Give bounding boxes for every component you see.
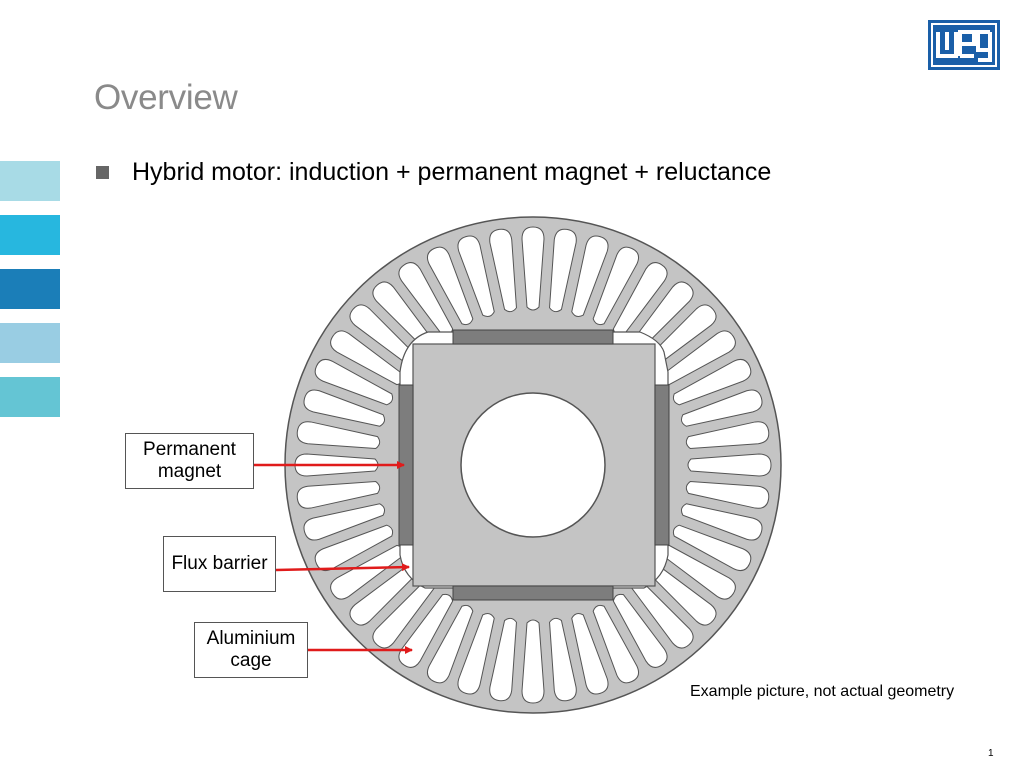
- cage-slot: [303, 389, 386, 427]
- sidebar-block-1: [0, 161, 60, 201]
- cage-slot: [571, 235, 609, 318]
- label-flux-barrier: Flux barrier: [163, 536, 276, 592]
- cage-slot: [457, 235, 495, 318]
- sidebar-block-3: [0, 269, 60, 309]
- cage-slot: [314, 358, 394, 406]
- page-number: 1: [988, 748, 994, 759]
- cage-slot: [426, 604, 474, 684]
- aluminium-cage-slots: [294, 226, 772, 704]
- sidebar-block-2: [0, 215, 60, 255]
- permanent-magnet-bottom: [452, 585, 614, 601]
- permanent-magnet-right: [654, 384, 670, 546]
- bullet-item: Hybrid motor: induction + permanent magn…: [96, 158, 771, 187]
- permanent-magnet-top: [452, 329, 614, 345]
- arrow-flux-barrier: [275, 563, 410, 572]
- square-bullet-icon: [96, 166, 109, 179]
- shaft-hole: [460, 392, 606, 538]
- cage-slot: [549, 617, 577, 702]
- sidebar-block-4: [0, 323, 60, 363]
- cage-slot: [685, 481, 770, 509]
- cage-slot: [296, 481, 381, 509]
- cage-slot: [672, 358, 752, 406]
- cage-slot: [521, 619, 545, 704]
- cage-slot: [680, 389, 763, 427]
- cage-slot: [612, 593, 668, 668]
- cage-slot: [685, 421, 770, 449]
- cage-slot: [489, 617, 517, 702]
- cage-slot: [426, 246, 474, 326]
- cage-slot: [296, 421, 381, 449]
- page-title: Overview: [94, 78, 238, 117]
- cage-slot: [687, 453, 772, 477]
- label-aluminium-cage: Aluminium cage: [194, 622, 308, 678]
- weg-logo: weg: [928, 20, 1000, 70]
- cage-slot: [314, 524, 394, 572]
- cage-slot: [521, 226, 545, 311]
- cage-slot: [592, 246, 640, 326]
- sidebar-block-5: [0, 377, 60, 417]
- bullet-text: Hybrid motor: induction + permanent magn…: [132, 158, 772, 186]
- label-permanent-magnet: Permanent magnet: [125, 433, 254, 489]
- cage-slot: [489, 228, 517, 313]
- caption: Example picture, not actual geometry: [690, 683, 955, 700]
- cage-slot: [549, 228, 577, 313]
- cage-slot: [672, 524, 752, 572]
- cage-slot: [680, 503, 763, 541]
- cage-slot: [457, 612, 495, 695]
- cage-slot: [303, 503, 386, 541]
- cage-slot: [571, 612, 609, 695]
- cage-slot: [592, 604, 640, 684]
